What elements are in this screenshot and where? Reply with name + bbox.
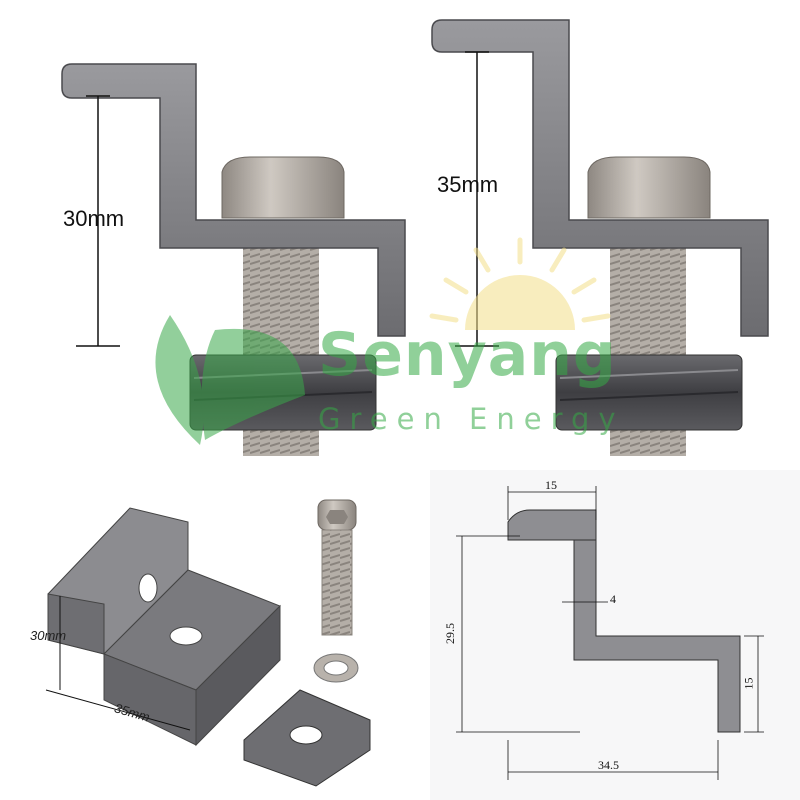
height-label-3d: 30mm — [30, 628, 67, 643]
dim-width: 34.5 — [598, 758, 619, 772]
dim-lip: 15 — [741, 677, 756, 690]
bolt-head — [221, 156, 345, 219]
technical-drawing — [430, 470, 800, 800]
dim-height: 29.5 — [443, 623, 457, 644]
clamp-35mm-front-view — [431, 19, 769, 456]
clamp-section-profile — [507, 509, 741, 733]
bolt-3d-view — [317, 499, 357, 636]
watermark-logo — [155, 237, 611, 445]
slot-nut-3d-view — [243, 689, 371, 787]
clamp-profile — [61, 63, 406, 337]
leaf-icon — [155, 315, 204, 445]
bolt-head — [587, 156, 711, 219]
rail-nut — [555, 354, 743, 431]
height-label-30mm: 30mm — [63, 206, 125, 231]
watermark-tagline: Green Energy — [318, 402, 625, 436]
clamp-3d-view — [45, 507, 281, 747]
dim-thickness: 4 — [610, 592, 616, 606]
dim-top-width: 15 — [545, 478, 557, 492]
height-label-35mm: 35mm — [437, 172, 499, 197]
watermark-brand: Senyang — [318, 320, 617, 390]
leaf-icon — [201, 328, 305, 440]
washer-3d-view — [313, 653, 359, 683]
